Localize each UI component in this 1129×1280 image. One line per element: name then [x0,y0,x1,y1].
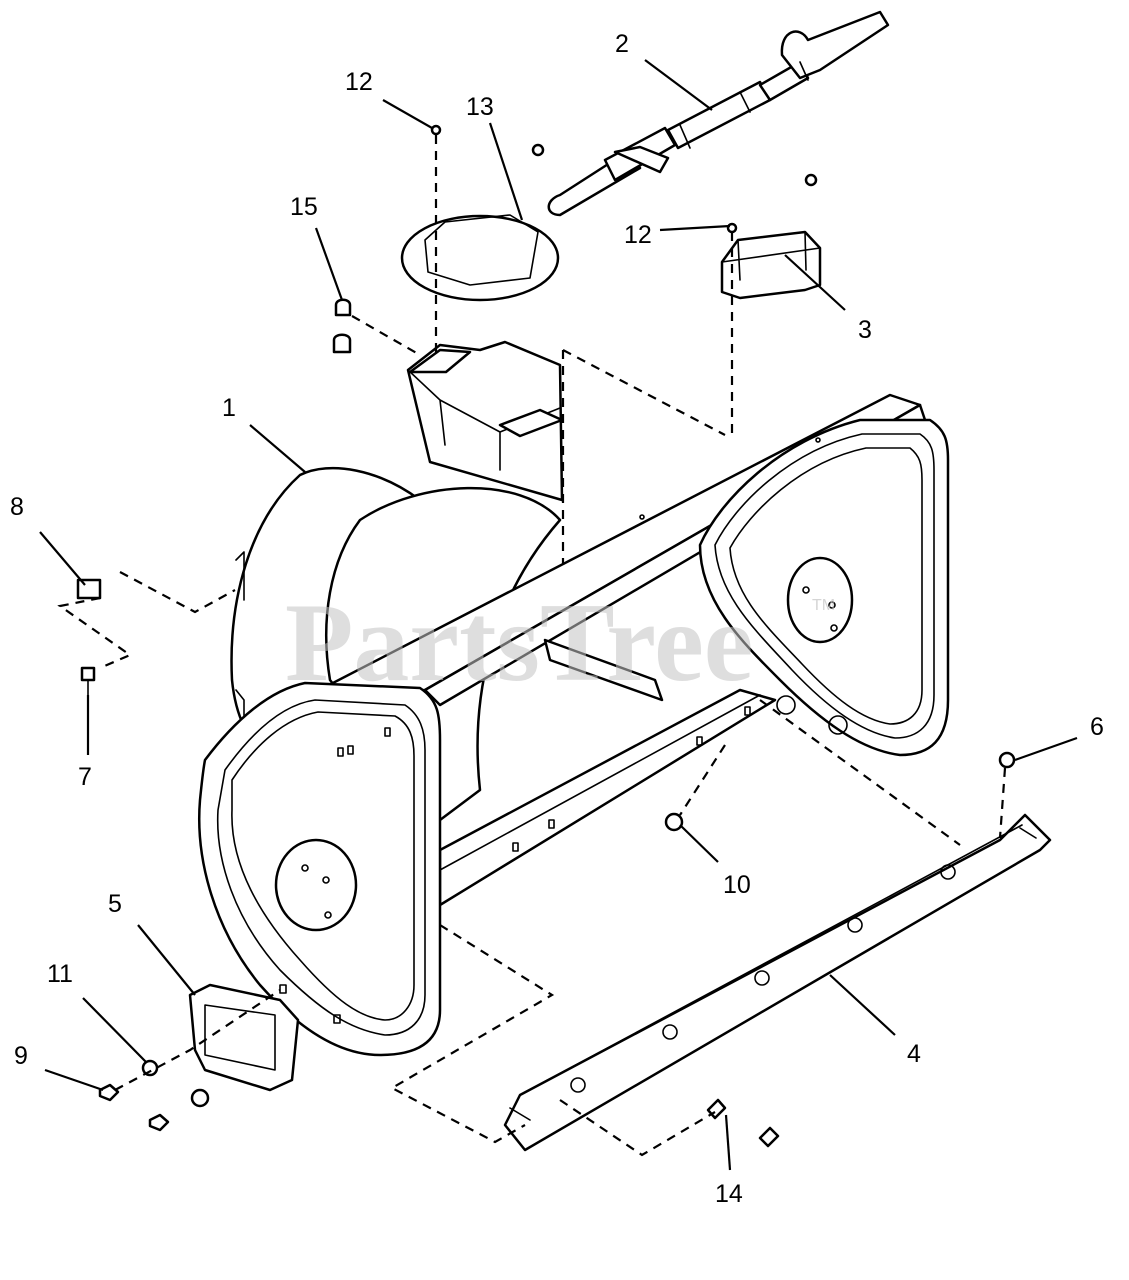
callout-6: 6 [1090,713,1104,741]
assembly-lines [57,135,1007,1157]
callout-13: 13 [466,93,494,121]
chute-crank [547,10,890,217]
callout-4: 4 [907,1040,921,1068]
callout-8: 8 [10,493,24,521]
skid-shoe [188,983,300,1092]
callout-10: 10 [723,871,751,899]
callout-15: 15 [290,193,318,221]
hardware [76,124,1016,1148]
shave-plate [503,813,1052,1152]
watermark-tm: TM [812,597,835,614]
callout-12-top: 12 [345,68,373,96]
chute-flange [400,214,560,302]
callout-9: 9 [14,1042,28,1070]
leader-lines [39,59,1078,1171]
callout-12-right: 12 [624,221,652,249]
auger-housing [198,340,950,1057]
callout-2: 2 [615,30,629,58]
callout-7: 7 [78,763,92,791]
callout-5: 5 [108,890,122,918]
callout-11: 11 [47,960,73,988]
watermark: PartsTree [285,581,754,705]
callout-14: 14 [715,1180,743,1208]
callout-1: 1 [222,394,236,422]
crank-bracket [720,230,822,300]
crank-hardware-2 [804,173,818,187]
crank-hardware [531,143,545,157]
callout-3: 3 [858,316,872,344]
